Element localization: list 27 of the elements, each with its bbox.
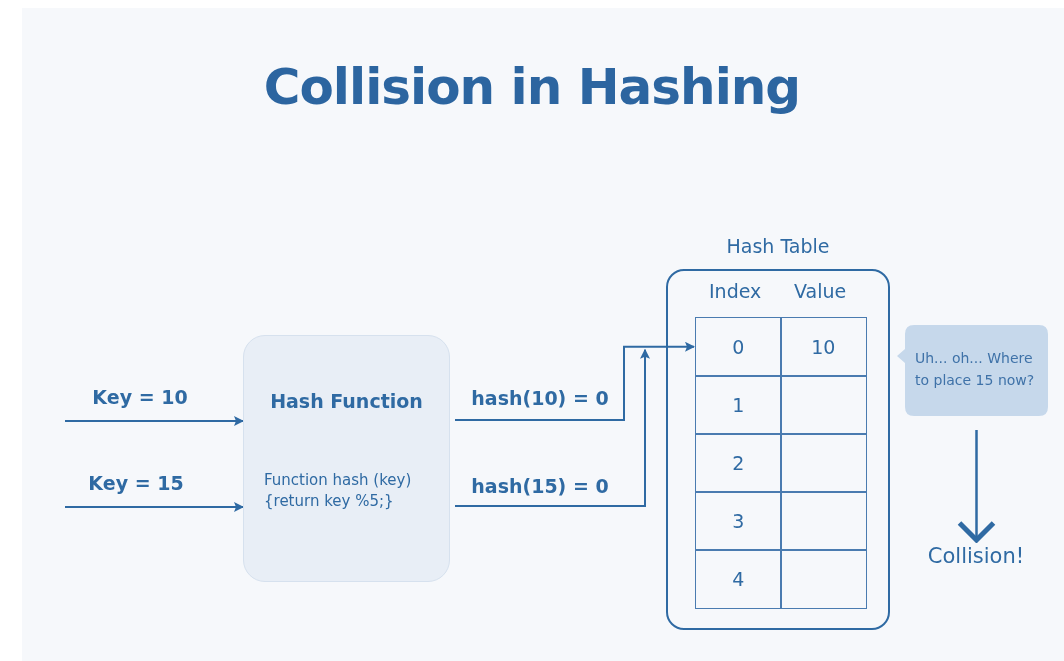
table-cell: 0 [695,317,782,377]
table-cell: 4 [695,549,782,609]
table-cell: 3 [695,491,782,551]
table-heading: Hash Table [725,235,831,257]
arrow [454,341,695,421]
bubble-text: Uh... oh... Where to place 15 now? [915,349,1036,390]
result-text: Collision! [915,544,1037,578]
edge-label: hash(15) = 0 [469,475,611,497]
edge-label: hash(10) = 0 [469,387,611,409]
empty-table-cell [780,375,867,435]
table-cell: 2 [695,433,782,493]
column-header: Value [794,280,847,302]
arrow [454,348,650,507]
arrow [64,502,244,512]
arrow [64,416,244,426]
diagram-title: Collision in Hashing [262,58,802,116]
empty-table-cell [780,433,867,493]
speech-bubble [897,325,1048,416]
table-cell: 10 [780,317,867,377]
arrow [957,430,996,543]
process-box [243,335,450,582]
empty-table-cell [780,549,867,609]
column-header: Index [709,280,762,302]
empty-table-cell [780,491,867,551]
code-text: Function hash (key) {return key %5;} [264,470,413,512]
box-heading: Hash Function [269,390,424,412]
table-cell: 1 [695,375,782,435]
